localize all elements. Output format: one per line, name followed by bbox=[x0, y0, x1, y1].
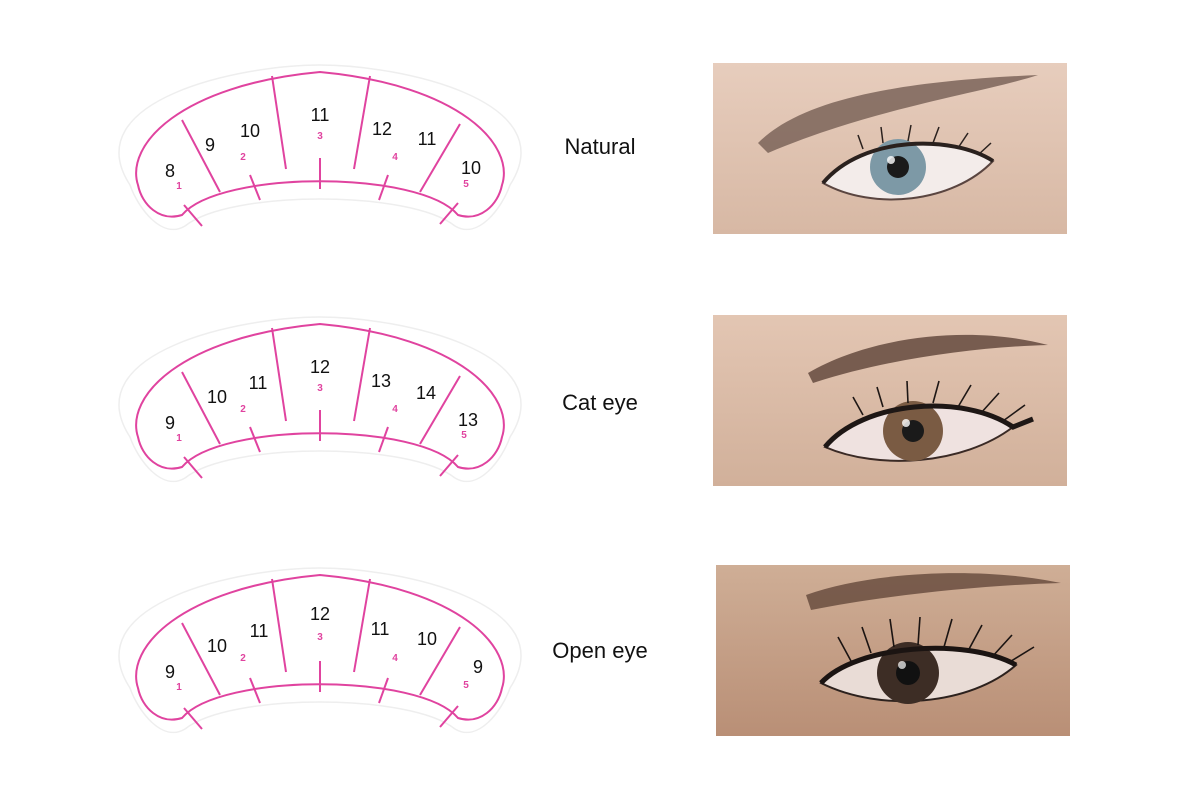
zone-number-1: 1 bbox=[176, 433, 182, 444]
zone-number-2: 2 bbox=[240, 404, 246, 415]
style-label: Open eye bbox=[552, 638, 648, 663]
lash-map-diagram: 8 9 10 11 12 11 10 1 2 3 4 5 bbox=[118, 64, 522, 231]
eyebrow bbox=[806, 573, 1061, 610]
lash-length-1: 9 bbox=[165, 413, 175, 433]
lash-length-2: 9 bbox=[205, 135, 215, 155]
lash-length-1: 9 bbox=[165, 662, 175, 682]
lash-map-diagram: 9 10 11 12 11 10 9 1 2 3 4 5 bbox=[118, 567, 522, 734]
zone-number-1: 1 bbox=[176, 682, 182, 693]
eyebrow bbox=[808, 334, 1048, 383]
zone-number-1: 1 bbox=[176, 181, 182, 192]
style-row-open-eye: 9 10 11 12 11 10 9 1 2 3 4 5 Open eye bbox=[0, 503, 1200, 743]
eye-photo-open-eye bbox=[716, 565, 1070, 736]
lash-length-3: 10 bbox=[240, 121, 260, 141]
style-label: Cat eye bbox=[562, 390, 638, 415]
eye-photo-natural bbox=[713, 63, 1067, 234]
lash-length-6: 11 bbox=[418, 129, 437, 149]
zone-number-5: 5 bbox=[463, 680, 469, 691]
zone-number-2: 2 bbox=[240, 152, 246, 163]
zone-number-3: 3 bbox=[317, 383, 323, 394]
lash-length-3: 11 bbox=[250, 621, 269, 641]
eye-photo-cat-eye bbox=[713, 315, 1067, 486]
lash-length-5: 13 bbox=[371, 371, 391, 391]
zone-number-4: 4 bbox=[392, 152, 398, 163]
lash-length-4: 12 bbox=[310, 357, 330, 377]
lash-length-7: 9 bbox=[473, 657, 483, 677]
style-label: Natural bbox=[564, 134, 636, 159]
lash-length-6: 14 bbox=[416, 383, 436, 403]
lash-length-1: 8 bbox=[165, 161, 175, 181]
zone-number-5: 5 bbox=[461, 430, 467, 441]
style-row-natural: 8 9 10 11 12 11 10 1 2 3 4 5 Natural bbox=[0, 0, 1200, 240]
zone-number-4: 4 bbox=[392, 404, 398, 415]
zone-number-3: 3 bbox=[317, 632, 323, 643]
zone-number-5: 5 bbox=[463, 179, 469, 190]
zone-number-4: 4 bbox=[392, 653, 398, 664]
lash-length-4: 12 bbox=[310, 604, 330, 624]
lash-length-3: 11 bbox=[249, 373, 268, 393]
style-row-cat-eye: 9 10 11 12 13 14 13 1 2 3 4 5 Cat eye bbox=[0, 252, 1200, 492]
lash-length-7: 13 bbox=[458, 410, 478, 430]
zone-number-2: 2 bbox=[240, 653, 246, 664]
lash-length-7: 10 bbox=[461, 158, 481, 178]
lash-length-5: 11 bbox=[371, 619, 390, 639]
zone-number-3: 3 bbox=[317, 131, 323, 142]
lash-length-4: 11 bbox=[311, 105, 330, 125]
lash-length-5: 12 bbox=[372, 119, 392, 139]
lash-length-2: 10 bbox=[207, 387, 227, 407]
lash-map-diagram: 9 10 11 12 13 14 13 1 2 3 4 5 bbox=[118, 316, 522, 483]
eyebrow bbox=[758, 75, 1038, 153]
lash-length-2: 10 bbox=[207, 636, 227, 656]
lash-length-6: 10 bbox=[417, 629, 437, 649]
